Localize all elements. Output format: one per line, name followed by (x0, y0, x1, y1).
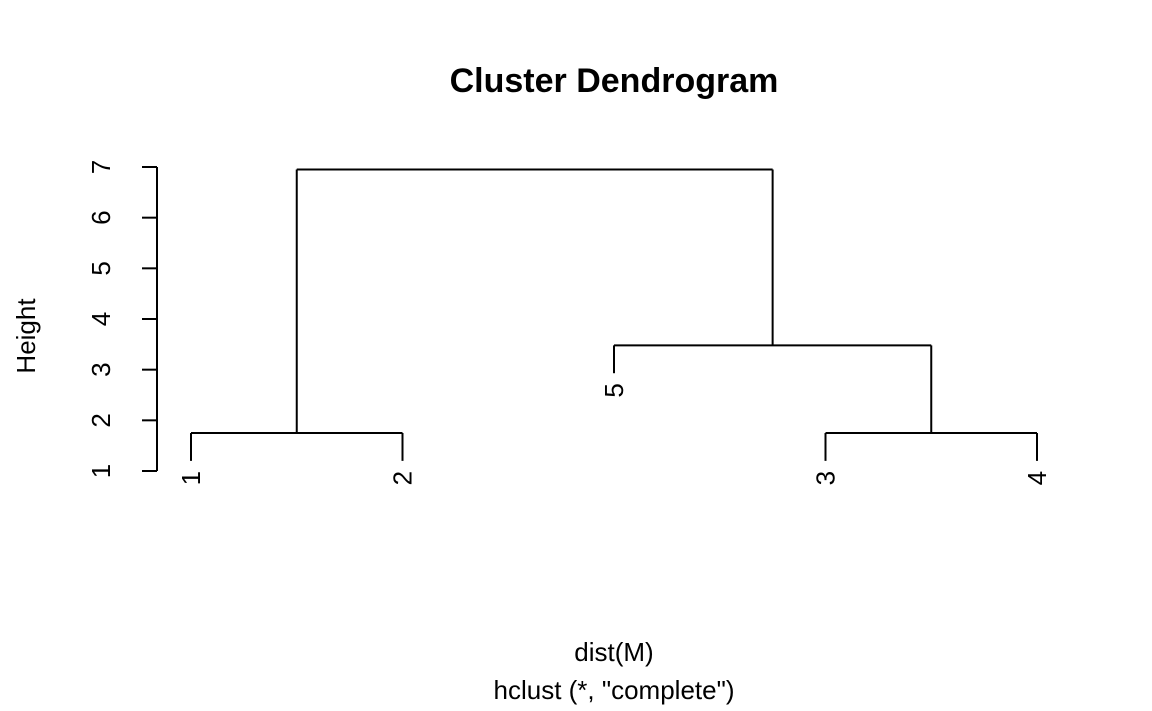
y-tick-label: 4 (86, 312, 116, 326)
y-tick-label: 3 (86, 362, 116, 376)
leaf-labels: 1 2 5 3 4 (176, 383, 1052, 485)
leaf-label: 1 (176, 471, 206, 485)
leaf-label: 4 (1022, 471, 1052, 485)
leaf-label: 5 (599, 383, 629, 397)
dendrogram-tree (190, 168, 1038, 461)
y-tick-label: 1 (86, 464, 116, 478)
chart-title: Cluster Dendrogram (450, 62, 779, 100)
y-tick-label: 6 (86, 210, 116, 224)
y-tick-label: 2 (86, 413, 116, 427)
y-tick-label: 5 (86, 261, 116, 275)
chart-subtitle: hclust (*, "complete") (494, 675, 735, 705)
leaf-label: 3 (811, 471, 841, 485)
x-axis-label: dist(M) (574, 637, 653, 667)
y-axis-label: Height (11, 298, 41, 374)
y-axis: 1 2 3 4 5 6 7 (86, 160, 158, 478)
leaf-label: 2 (388, 471, 418, 485)
y-tick-label: 7 (86, 160, 116, 174)
